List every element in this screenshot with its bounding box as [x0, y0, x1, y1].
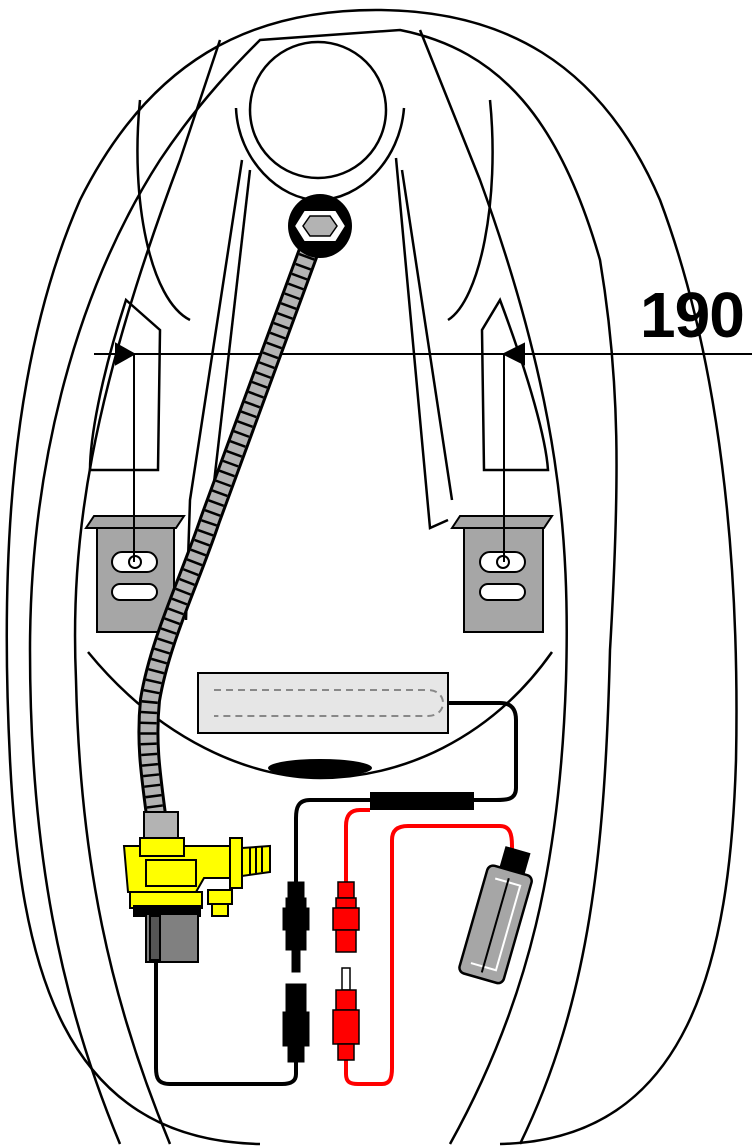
inner-cavity-edge — [73, 39, 222, 1145]
red-wire — [344, 808, 514, 1086]
black-wire — [154, 798, 370, 1086]
corrugated-hose — [137, 222, 329, 817]
sensor-cable — [448, 701, 518, 802]
arrow-right-icon — [501, 342, 525, 366]
bowl-rim — [87, 651, 554, 780]
dimension-label: 190 — [640, 279, 745, 351]
black-connector — [282, 881, 310, 1063]
battery-pack-icon — [458, 846, 533, 985]
inner-cavity-edge-right — [418, 29, 568, 1145]
mounting-bracket-right — [450, 515, 554, 633]
inner-cavity — [28, 28, 618, 1145]
outlet-slot — [268, 759, 372, 777]
dimension-line — [94, 342, 752, 562]
red-connector — [332, 881, 360, 1061]
solenoid-valve-icon — [122, 837, 271, 963]
inner-ridges — [88, 99, 550, 621]
sensor-panel — [197, 672, 449, 734]
arrow-left-icon — [115, 342, 137, 366]
hex-nut-icon — [288, 194, 352, 258]
drain-hole — [248, 40, 388, 180]
hose-coupling — [143, 811, 179, 839]
cable-junction — [370, 792, 474, 810]
urinal-body — [5, 8, 738, 1146]
outer-shell — [5, 8, 738, 1146]
